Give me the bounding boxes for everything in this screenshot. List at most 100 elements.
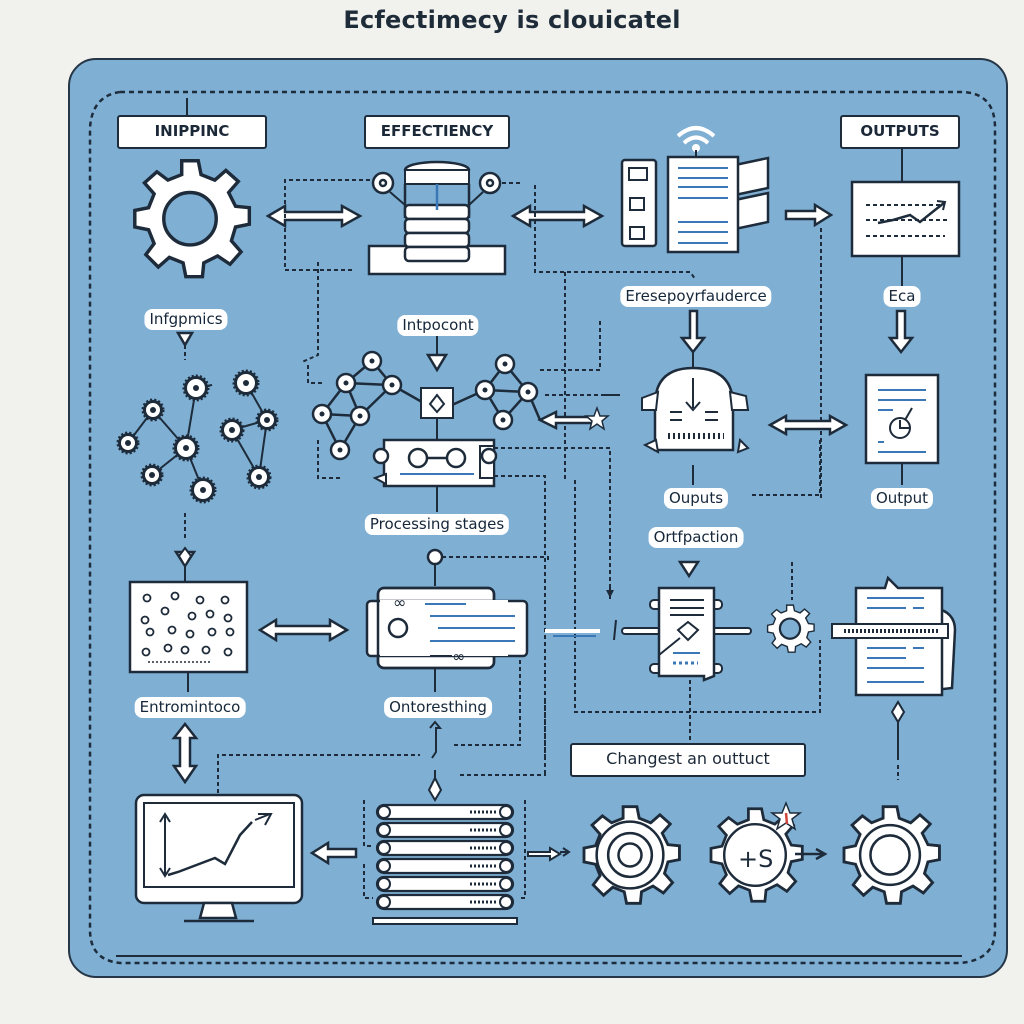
monitor-chart-icon [134,793,304,923]
svg-text:∞: ∞ [393,593,406,612]
arrow-right-icon [795,847,828,861]
label-environment: Entromintoco [134,697,246,718]
graph-node [311,403,333,425]
graph-node [494,353,516,375]
scanner-icon [641,353,750,485]
header-outputs: OUTPUTS [840,115,960,149]
label-inputcont: Intpocont [397,315,479,336]
rack-stack-icon [372,803,518,925]
rack-row [375,875,515,893]
arrow-right-icon [784,202,834,228]
ring-gear-icon [842,805,941,905]
scatter-dot [225,627,235,637]
gear-node-icon [189,476,217,504]
double-arrow-icon [510,203,605,229]
scatter-dot [141,647,151,657]
label-processing-stages: Processing stages [364,514,510,535]
arrow-down-icon [425,353,449,373]
double-arrow-icon [265,203,363,229]
scatter-dot [160,606,170,616]
double-arrow-icon [257,617,350,643]
scatter-dot [223,613,233,623]
gear-node-icon [232,369,260,397]
label-erasepory: Eresepoyrfauderce [620,286,772,307]
rack-row [375,893,515,911]
connector-dashed [534,185,697,281]
network-graph-icon [320,360,542,451]
gear-icon [133,159,252,279]
server-card-icon: ∞ ∞ [365,548,549,670]
double-arrow-vertical-icon [171,721,199,785]
graph-node [349,405,371,427]
scatter-dot [223,647,233,657]
output-document-icon [831,575,957,697]
target-gear-icon [582,805,681,905]
diagram-title: Ecfectimecy is clouicatel [343,6,681,34]
arrow-right-icon [527,846,562,862]
gear-node-icon [246,464,272,490]
scatter-dot [205,609,215,619]
star-icon [583,405,611,431]
graph-node [381,374,403,396]
gear-node-icon [172,434,200,462]
header-efficiency: EFFECTIENCY [364,115,510,149]
gear-badge-text: +S [738,845,773,873]
scatter-dot [220,595,230,605]
connector-dashed [301,262,319,363]
wifi-icon [676,126,716,158]
scatter-dot [142,593,152,603]
gear-node-icon [255,408,279,432]
scatter-dot [180,645,190,655]
dollar-gear-icon [709,807,804,903]
label-change-output: Changest an outtuct [570,743,806,777]
label-output: Output [870,488,934,509]
label-ortpaction: Ortfpaction [648,527,744,548]
label-infographics: Infgpmics [144,309,228,330]
database-press-icon [367,160,507,276]
arrow-left-icon [309,840,358,866]
gear-node-icon [182,374,210,402]
rack-row [375,839,515,857]
report-document-icon [864,373,940,485]
label-ontoresthing: Ontoresthing [384,697,492,718]
graph-node [517,381,539,403]
network-graph-icon [116,369,279,504]
arrow-down-icon [677,560,701,579]
scatter-dot [201,645,211,655]
inner-dashed-border [88,90,997,965]
gear-node-icon [141,398,165,422]
connector-dashed [284,179,370,271]
scatter-dot [187,611,197,621]
rack-row [375,803,515,821]
arrow-down-icon [175,331,195,348]
svg-text:∞: ∞ [452,647,465,666]
document-stack-icon [620,155,770,254]
scatter-dot [195,595,205,605]
graph-node [474,379,496,401]
gear-icon [766,604,815,653]
double-arrow-icon [767,413,849,437]
scatter-dot [163,643,173,653]
label-outputs: Ouputs [663,488,729,509]
scatter-dot [140,615,150,625]
gear-node-icon [116,431,140,455]
header-inputs: INIPPINC [117,115,267,149]
graph-node [492,409,514,431]
graph-node [329,439,351,461]
scatter-dot [207,627,217,637]
robot-module-icon [372,418,498,512]
scatter-dot [167,625,177,635]
graph-node [335,372,357,394]
rack-row [375,857,515,875]
scatter-dot [185,629,195,639]
output-document-icon [649,560,723,720]
scatter-dot [170,591,180,601]
label-eca: Eca [883,286,921,307]
gear-node-icon [140,463,164,487]
scatter-dot [145,627,155,637]
arrow-down-icon [887,309,915,355]
rack-base [372,917,518,925]
gear-node-icon [219,417,245,443]
graph-node [361,350,383,372]
